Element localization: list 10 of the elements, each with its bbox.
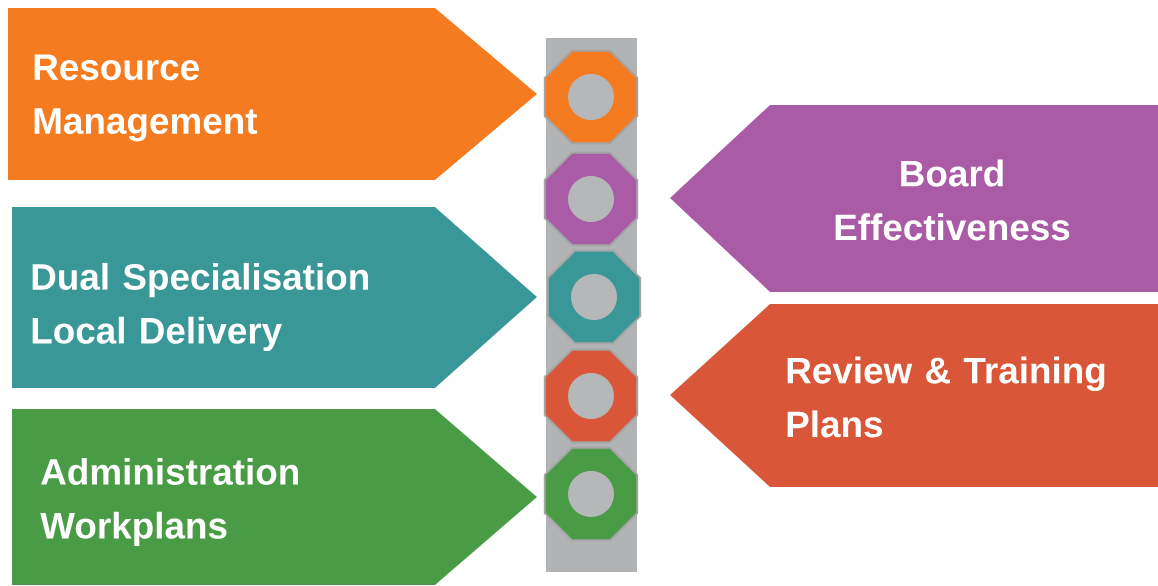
- arrow-box: Resource Management: [8, 8, 537, 180]
- octagon-nut: [543, 446, 639, 542]
- arrow-box: Review & Training Plans: [670, 304, 1158, 487]
- octagon-nut: [546, 249, 642, 345]
- arrow-box: Administration Workplans: [12, 409, 537, 585]
- octagon-nut: [543, 348, 639, 444]
- arrow-box: Board Effectiveness: [670, 105, 1158, 292]
- arrow-box: Dual Specialisation Local Delivery: [12, 207, 537, 388]
- octagon-nut: [543, 151, 639, 247]
- octagon-nut: [543, 49, 639, 145]
